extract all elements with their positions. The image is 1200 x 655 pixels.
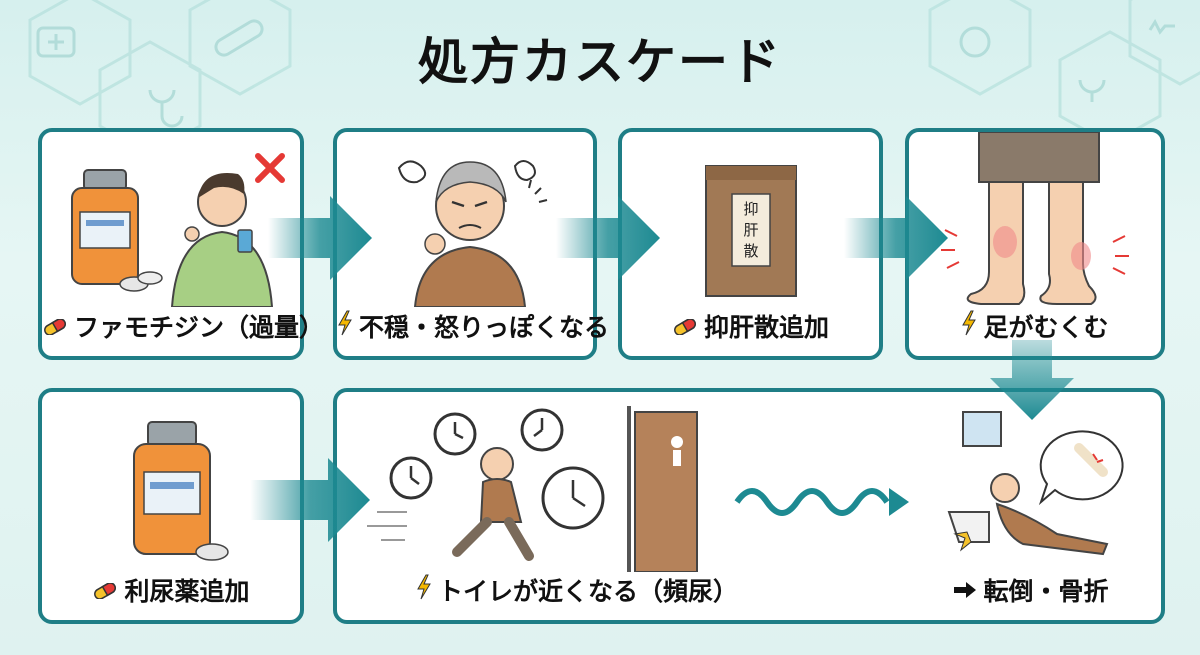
step-label: 抑肝散追加 [622, 308, 879, 344]
lightning-icon [961, 310, 977, 342]
step-card-famotidine: ファモチジン（過量） [38, 128, 324, 360]
svg-text:肝: 肝 [743, 221, 758, 239]
flow-arrow-down [990, 340, 1074, 420]
herbal-packet-illustration: 抑 肝 散 [705, 165, 797, 297]
flow-arrow-3 [844, 196, 948, 280]
step-card-agitation: 不穏・怒りっぽくなる [333, 128, 609, 360]
swollen-feet-illustration [941, 132, 1129, 305]
step-label: トイレが近くなる（頻尿） [337, 572, 817, 608]
step-label-fall-fracture: 転倒・骨折 [921, 572, 1141, 608]
page-title: 処方カスケード [418, 33, 782, 91]
step-label: ファモチジン（過量） [42, 308, 324, 344]
medicine-bottle-illustration [133, 421, 229, 561]
rushing-to-toilet-illustration [367, 406, 1124, 572]
pill-icon [42, 312, 68, 341]
flow-arrow-1 [268, 196, 372, 280]
svg-text:抑: 抑 [743, 200, 758, 218]
arrow-right-icon [953, 576, 977, 605]
pill-icon [672, 312, 698, 341]
flow-arrow-4 [250, 458, 370, 542]
pill-icon [92, 576, 118, 605]
lightning-icon [337, 310, 353, 342]
lightning-icon [416, 574, 432, 606]
flow-arrow-2 [556, 196, 660, 280]
step-label: 足がむくむ [909, 308, 1161, 344]
step-card-diuretic: 利尿薬追加 [38, 388, 304, 624]
step-label: 不穏・怒りっぽくなる [337, 308, 609, 344]
angry-elderly-man-illustration [397, 160, 548, 307]
medicine-and-man-illustration [71, 153, 285, 307]
step-card-edema: 足がむくむ [905, 128, 1165, 360]
svg-text:散: 散 [743, 242, 758, 260]
step-card-frequent-urination: トイレが近くなる（頻尿） 転倒・骨折 [333, 388, 1165, 624]
step-label: 利尿薬追加 [42, 572, 300, 608]
